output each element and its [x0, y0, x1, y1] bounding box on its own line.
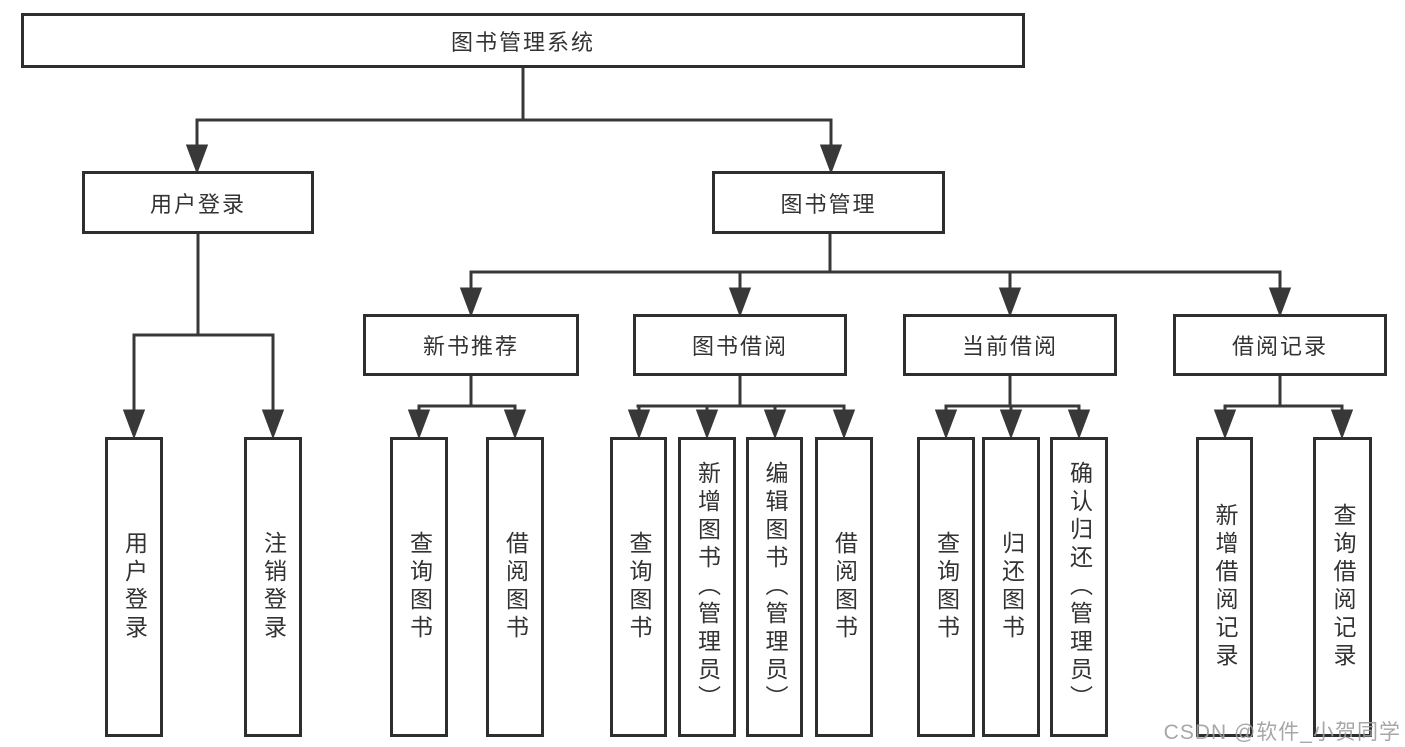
leaf-edit-book-admin: 编辑图书（管理员）	[746, 437, 803, 737]
leaf-label: 确认归还（管理员）	[1066, 461, 1093, 713]
connector-book-mgmt-branch	[459, 234, 1292, 318]
leaf-query-book-1: 查询图书	[390, 437, 448, 737]
leaf-confirm-return-admin: 确认归还（管理员）	[1050, 437, 1108, 737]
connector-user-login-branch	[122, 234, 285, 440]
leaf-add-borrow-record: 新增借阅记录	[1196, 437, 1253, 737]
leaf-query-book-2: 查询图书	[610, 437, 667, 737]
node-book-borrow: 图书借阅	[633, 314, 847, 376]
node-new-book-recommend: 新书推荐	[363, 314, 579, 376]
node-borrow-record: 借阅记录	[1173, 314, 1387, 376]
leaf-label: 查询借阅记录	[1330, 503, 1356, 671]
node-label: 借阅记录	[1231, 334, 1328, 359]
leaf-label: 注销登录	[260, 531, 287, 643]
leaf-label: 新增图书（管理员）	[694, 461, 721, 713]
leaf-label: 查询图书	[406, 531, 433, 643]
connector-book-borrow-branch	[627, 376, 856, 440]
leaf-label: 归还图书	[998, 531, 1025, 643]
node-label: 当前借阅	[961, 334, 1058, 359]
node-label: 图书管理	[780, 191, 877, 217]
leaf-borrow-book-2: 借阅图书	[815, 437, 873, 737]
csdn-watermark: CSDN @软件_小贺同学	[1163, 721, 1401, 744]
leaf-label: 新增借阅记录	[1212, 503, 1238, 671]
leaf-label: 查询图书	[933, 531, 960, 643]
node-book-management: 图书管理	[712, 171, 945, 234]
node-label: 图书管理系统	[450, 29, 595, 55]
leaf-add-book-admin: 新增图书（管理员）	[678, 437, 736, 737]
node-root-system: 图书管理系统	[21, 13, 1025, 68]
leaf-borrow-book-1: 借阅图书	[486, 437, 544, 737]
leaf-logout: 注销登录	[244, 437, 302, 737]
node-label: 图书借阅	[691, 334, 788, 359]
connector-borrow-record-branch	[1213, 376, 1354, 440]
leaf-label: 借阅图书	[831, 531, 858, 643]
leaf-label: 借阅图书	[502, 531, 529, 643]
leaf-query-book-3: 查询图书	[917, 437, 975, 737]
connector-root-to-level2	[185, 68, 843, 175]
node-label: 新书推荐	[422, 334, 519, 359]
leaf-return-book: 归还图书	[982, 437, 1040, 737]
node-current-borrow: 当前借阅	[903, 314, 1117, 376]
leaf-label: 用户登录	[121, 531, 148, 643]
connector-new-book-branch	[407, 376, 527, 440]
leaf-label: 编辑图书（管理员）	[762, 461, 788, 713]
leaf-label: 查询图书	[626, 531, 652, 643]
node-label: 用户登录	[149, 191, 246, 217]
connector-current-borrow-branch	[934, 376, 1091, 440]
node-user-login: 用户登录	[82, 171, 314, 234]
leaf-user-login: 用户登录	[105, 437, 163, 737]
leaf-query-borrow-record: 查询借阅记录	[1313, 437, 1372, 737]
